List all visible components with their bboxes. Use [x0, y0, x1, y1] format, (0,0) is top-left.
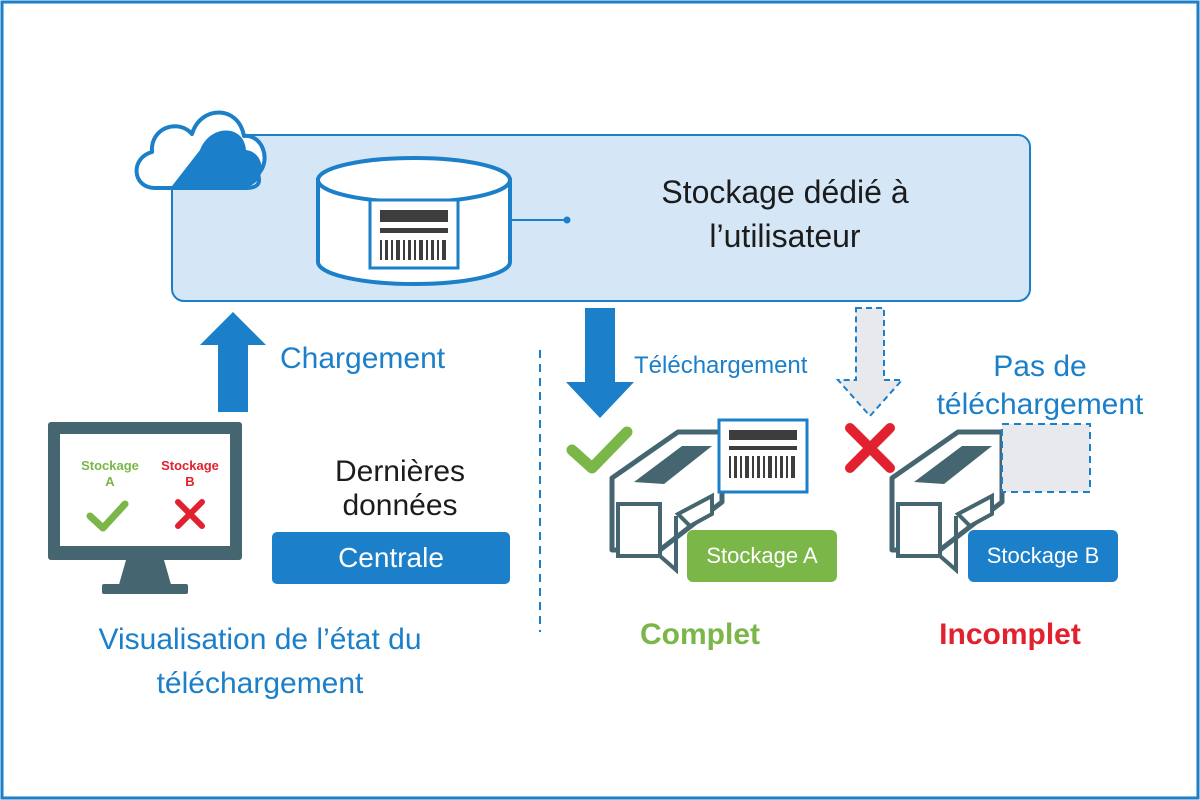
download-arrow-icon	[566, 308, 634, 418]
monitor-caption-line2: téléchargement	[156, 667, 364, 700]
check-icon	[566, 426, 633, 474]
no-download-label-line2: téléchargement	[936, 388, 1144, 421]
monitor-check-icon	[86, 500, 129, 532]
printer-a-icon	[609, 429, 725, 575]
printer-b-icon	[889, 429, 1005, 575]
storage-title: Stockage dédié à l’utilisateur	[590, 170, 980, 258]
monitor-caption: Visualisation de l’état du téléchargemen…	[40, 618, 480, 706]
complete-status-label: Complet	[640, 618, 760, 651]
monitor-status-b-line2: B	[185, 474, 195, 489]
no-download-label-line1: Pas de	[993, 350, 1087, 383]
monitor-status-a-line2: A	[105, 474, 115, 489]
database-icon	[316, 156, 512, 286]
central-badge: Centrale	[272, 532, 510, 584]
latest-data-line1: Dernières	[334, 455, 466, 488]
no-download-label: Pas de téléchargement	[900, 348, 1180, 424]
label-document-icon	[717, 418, 809, 494]
incomplete-status-label: Incomplet	[939, 618, 1081, 651]
monitor-status-a-line1: Stockage	[81, 458, 139, 473]
download-label: Téléchargement	[634, 352, 808, 379]
upload-arrow-icon	[200, 312, 266, 412]
printer-b-badge: Stockage B	[968, 530, 1118, 582]
monitor-status-b: Stockage B	[140, 458, 240, 490]
monitor-status-a: Stockage A	[60, 458, 160, 490]
storage-title-line2: l’utilisateur	[709, 218, 861, 254]
no-download-arrow-icon	[835, 307, 905, 418]
cloud-icon	[134, 110, 267, 190]
storage-title-line1: Stockage dédié à	[661, 174, 909, 210]
latest-data-line2: données	[342, 489, 458, 522]
monitor-caption-line1: Visualisation de l’état du	[98, 623, 422, 656]
printer-a-badge: Stockage A	[687, 530, 837, 582]
latest-data-label: Dernières données	[300, 455, 500, 523]
monitor-icon	[48, 422, 242, 594]
upload-label: Chargement	[280, 342, 446, 375]
connector-dot	[563, 216, 571, 224]
missing-label-placeholder	[1001, 423, 1091, 493]
monitor-status-b-line1: Stockage	[161, 458, 219, 473]
cross-icon	[845, 423, 895, 473]
monitor-cross-icon	[175, 499, 205, 529]
